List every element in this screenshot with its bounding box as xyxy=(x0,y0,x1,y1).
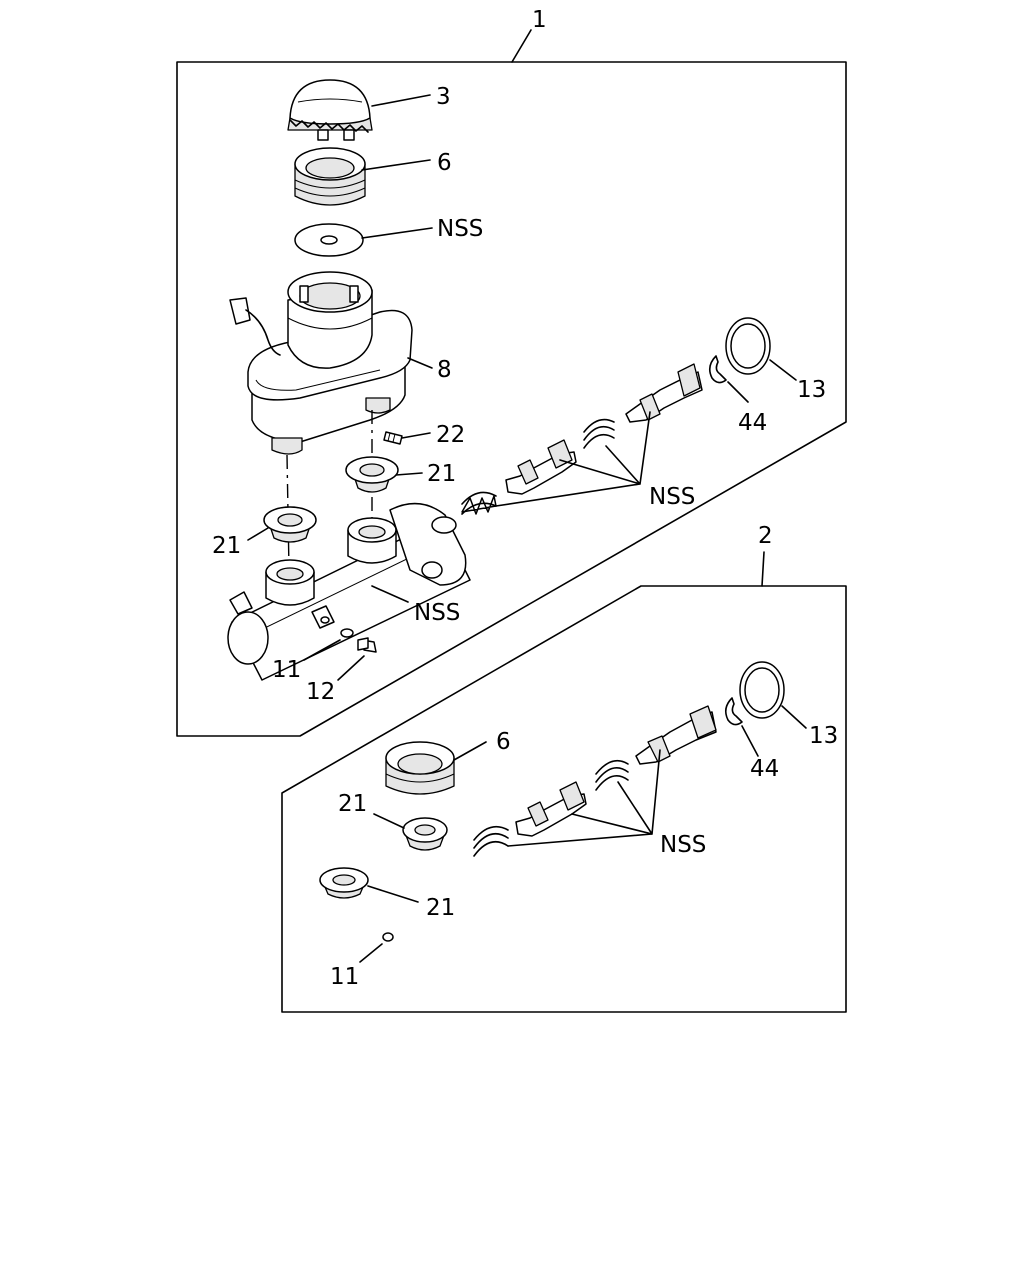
callout-21-bottom-upper: 21 xyxy=(338,791,367,817)
boot-part-13-bottom xyxy=(739,661,785,719)
primary-piston-nss-top xyxy=(625,363,703,423)
callout-21-bottom-lower: 21 xyxy=(426,895,455,921)
washer-part-11-top xyxy=(340,628,354,638)
callout-nss-gasket: NSS xyxy=(437,216,483,242)
callout-44-top: 44 xyxy=(738,410,767,436)
secondary-piston-nss-bottom xyxy=(515,781,587,837)
assembly-2-frame xyxy=(281,585,847,1013)
callout-13-bottom: 13 xyxy=(809,723,838,749)
callout-21-top-left: 21 xyxy=(212,533,241,559)
callout-1: 1 xyxy=(532,7,547,33)
callout-11-top: 11 xyxy=(272,657,301,683)
cylinder-body-nss xyxy=(227,502,471,681)
callout-6-top: 6 xyxy=(437,150,452,176)
callout-6-bottom: 6 xyxy=(496,729,511,755)
spring-nss-top-large xyxy=(583,418,615,449)
spring-nss-top-small xyxy=(461,491,497,515)
assembly-1-frame xyxy=(176,61,847,737)
gasket-nss xyxy=(294,223,364,257)
spring-nss-bottom-small xyxy=(473,825,509,857)
grommet-part-21-bottom-lower xyxy=(319,867,369,899)
callout-11-bottom: 11 xyxy=(330,964,359,990)
callout-nss-body: NSS xyxy=(414,600,460,626)
callout-22: 22 xyxy=(436,422,465,448)
screw-part-22 xyxy=(383,431,403,445)
secondary-piston-nss-top xyxy=(505,439,577,495)
callout-44-bottom: 44 xyxy=(750,756,779,782)
grommet-part-21-top-left xyxy=(263,506,317,543)
callout-8: 8 xyxy=(437,357,452,383)
snap-ring-part-44-bottom xyxy=(724,697,743,726)
bolt-part-12 xyxy=(357,637,377,653)
spring-nss-bottom-large xyxy=(595,759,629,791)
reservoir-tank-part-8 xyxy=(229,271,413,455)
callout-nss-pistons-bottom: NSS xyxy=(660,832,706,858)
grommet-part-21-top-right xyxy=(345,456,399,493)
callout-nss-pistons-top: NSS xyxy=(649,484,695,510)
primary-piston-nss-bottom xyxy=(635,705,717,765)
boot-part-13-top xyxy=(725,317,771,375)
callout-21-top-right: 21 xyxy=(427,461,456,487)
cap-seal-part-6-top xyxy=(294,147,366,206)
leader-lines xyxy=(247,94,807,963)
cap-seal-part-6-bottom xyxy=(385,741,455,795)
callout-2: 2 xyxy=(758,523,773,549)
grommet-part-21-bottom-upper xyxy=(402,817,448,851)
callout-labels: 1 3 6 NSS 8 13 44 22 21 NSS 21 NSS 11 12… xyxy=(212,7,838,990)
callout-12: 12 xyxy=(306,679,335,705)
washer-part-11-bottom xyxy=(382,932,394,942)
callout-13-top: 13 xyxy=(797,377,826,403)
reservoir-cap-part-3 xyxy=(287,79,373,141)
callout-3: 3 xyxy=(436,84,451,110)
snap-ring-part-44-top xyxy=(708,355,727,384)
